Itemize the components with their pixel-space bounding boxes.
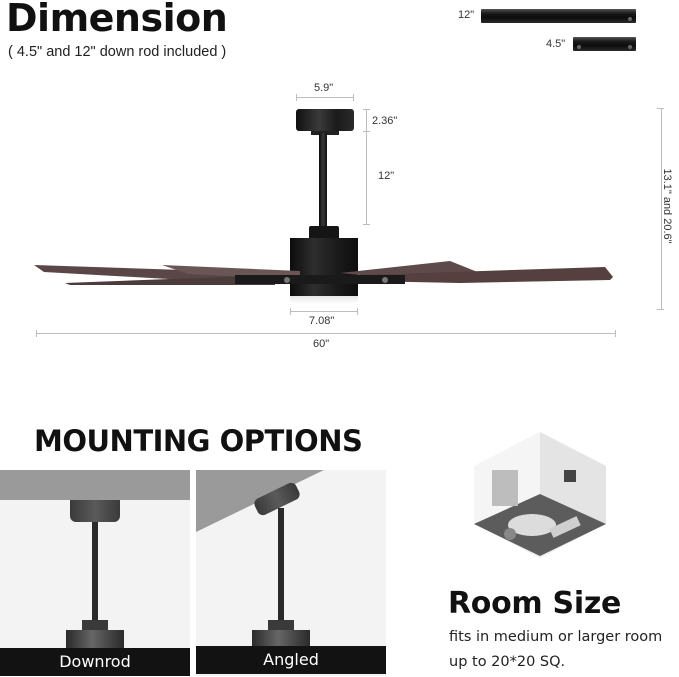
page-subtitle: ( 4.5" and 12" down rod included ) xyxy=(8,44,227,60)
blade-span-label: 60" xyxy=(313,338,330,350)
mounting-options-title: MOUNTING OPTIONS xyxy=(34,424,363,458)
canopy xyxy=(296,109,354,131)
mounting-option-angled: Angled xyxy=(196,470,386,676)
rod-icon xyxy=(92,522,98,632)
canopy-height-label: 2.36" xyxy=(372,115,398,127)
room-size-line-2: up to 20*20 SQ. xyxy=(449,654,566,670)
mounting-option-downrod: Downrod xyxy=(0,470,190,676)
downrod-12-image xyxy=(481,9,636,23)
motor-icon xyxy=(66,630,124,650)
room-size-line-1: fits in medium or larger room xyxy=(449,629,663,645)
downrod-label: Downrod xyxy=(0,648,190,676)
canopy-width-line xyxy=(296,97,354,98)
ceiling-flat xyxy=(0,470,190,500)
downrod-12-label: 12" xyxy=(458,9,475,21)
page-title: Dimension xyxy=(6,0,228,40)
motor-housing xyxy=(290,238,358,296)
canopy-icon xyxy=(70,500,120,522)
total-height-line xyxy=(661,108,662,310)
height-dimension-line xyxy=(366,109,367,225)
room-size-title: Room Size xyxy=(448,586,622,621)
light-kit xyxy=(290,296,358,304)
motor-width-line xyxy=(290,311,358,312)
canopy-width-label: 5.9" xyxy=(314,82,334,94)
downrod-length-label: 12" xyxy=(378,170,395,182)
angled-label: Angled xyxy=(196,646,386,674)
motor-icon xyxy=(252,630,310,650)
total-height-label: 13.1" and 20.6" xyxy=(661,168,673,244)
downrod-4-5-label: 4.5" xyxy=(546,38,566,50)
downrod xyxy=(319,133,327,227)
rod-icon xyxy=(278,508,284,632)
blade-span-line xyxy=(36,333,616,334)
room-illustration-icon xyxy=(474,432,606,558)
motor-width-label: 7.08" xyxy=(309,315,335,327)
fan-blades xyxy=(34,261,613,285)
downrod-4-5-image xyxy=(573,37,636,51)
